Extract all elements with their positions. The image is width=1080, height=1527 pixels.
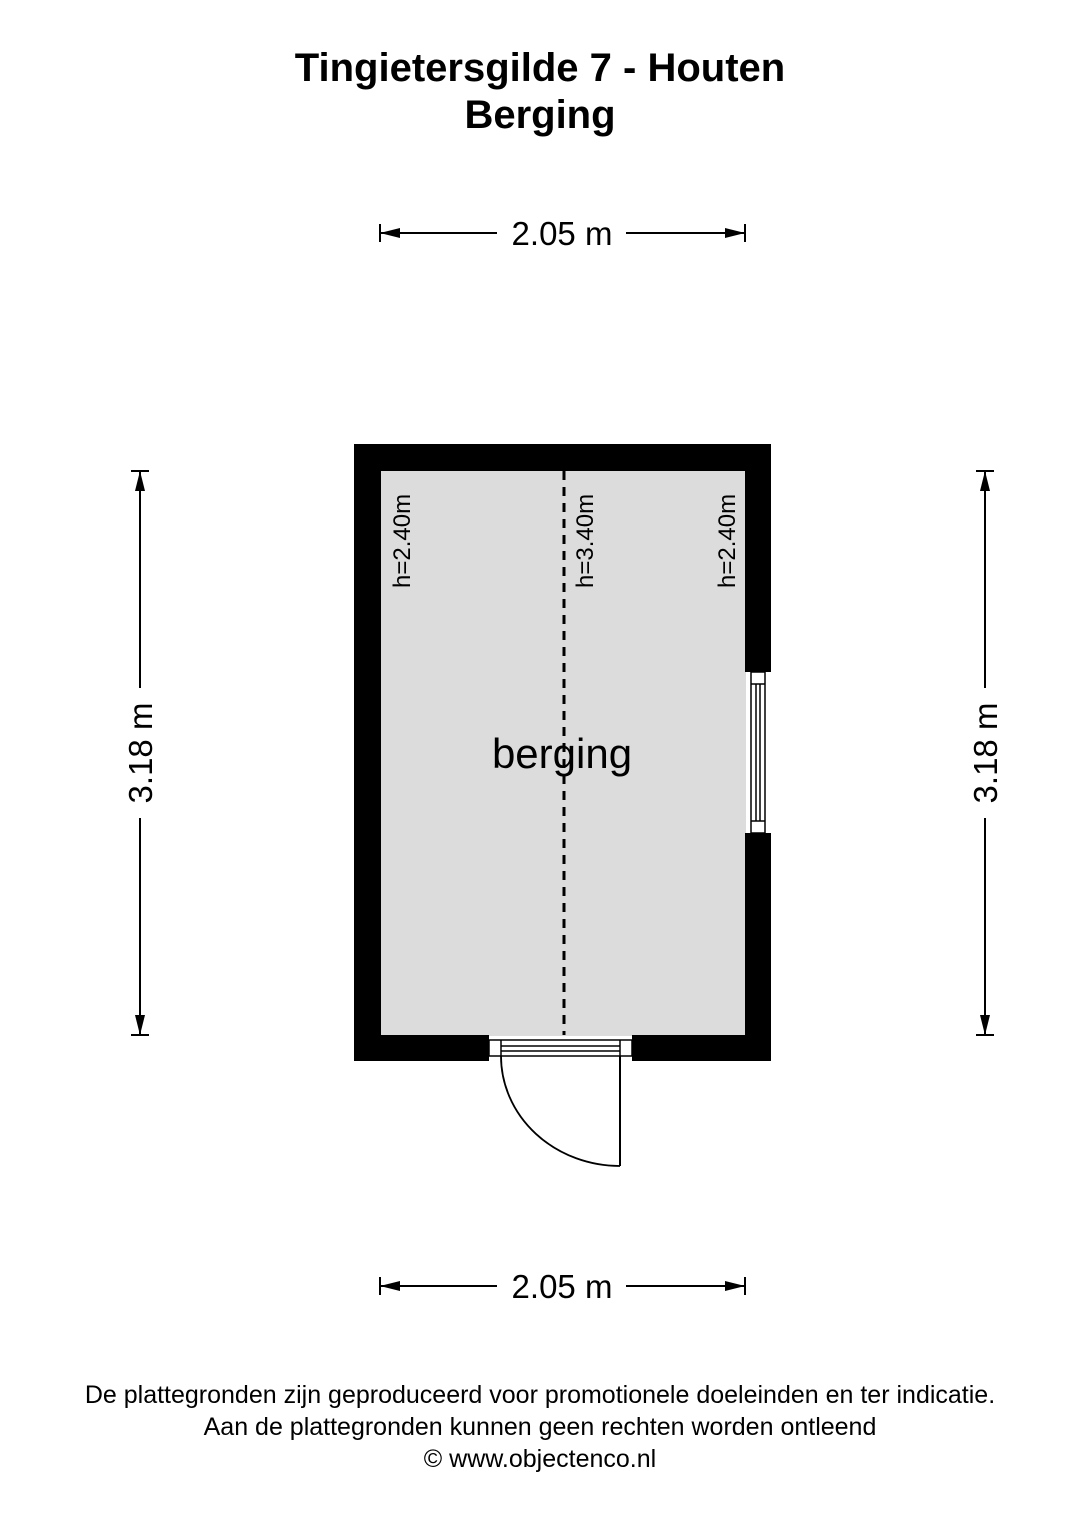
page-subtitle: Berging	[464, 93, 616, 137]
wall-right-upper	[745, 444, 771, 672]
walls	[354, 444, 771, 1061]
right-height-label: 3.18 m	[967, 703, 1004, 804]
top-width-label: 2.05 m	[512, 215, 613, 252]
disclaimer-line-1: De plattegronden zijn geproduceerd voor …	[84, 1381, 996, 1409]
left-height-dimension: 3.18 m	[122, 470, 159, 1036]
bottom-width-label: 2.05 m	[512, 1268, 613, 1305]
height-label-right: h=2.40m	[714, 494, 741, 588]
right-height-dimension: 3.18 m	[967, 470, 1004, 1036]
page-title: Tingietersgilde 7 - Houten	[294, 46, 786, 90]
disclaimer-line-2: Aan de plattegronden kunnen geen rechten…	[203, 1413, 877, 1441]
wall-bottom-left	[354, 1035, 489, 1061]
height-label-left: h=2.40m	[389, 494, 416, 588]
left-height-label: 3.18 m	[122, 703, 159, 804]
wall-bottom-right	[632, 1035, 771, 1061]
copyright-link: © www.objectenco.nl	[423, 1445, 657, 1473]
door	[488, 1039, 633, 1167]
window	[750, 671, 766, 834]
wall-right-lower	[745, 833, 771, 1061]
door-swing-arc	[500, 1055, 621, 1167]
room-name-label: berging	[492, 730, 632, 777]
height-label-center: h=3.40m	[572, 494, 599, 588]
wall-top	[354, 444, 771, 471]
wall-left	[354, 444, 381, 1061]
bottom-width-dimension: 2.05 m	[379, 1268, 746, 1305]
top-width-dimension: 2.05 m	[379, 215, 746, 252]
